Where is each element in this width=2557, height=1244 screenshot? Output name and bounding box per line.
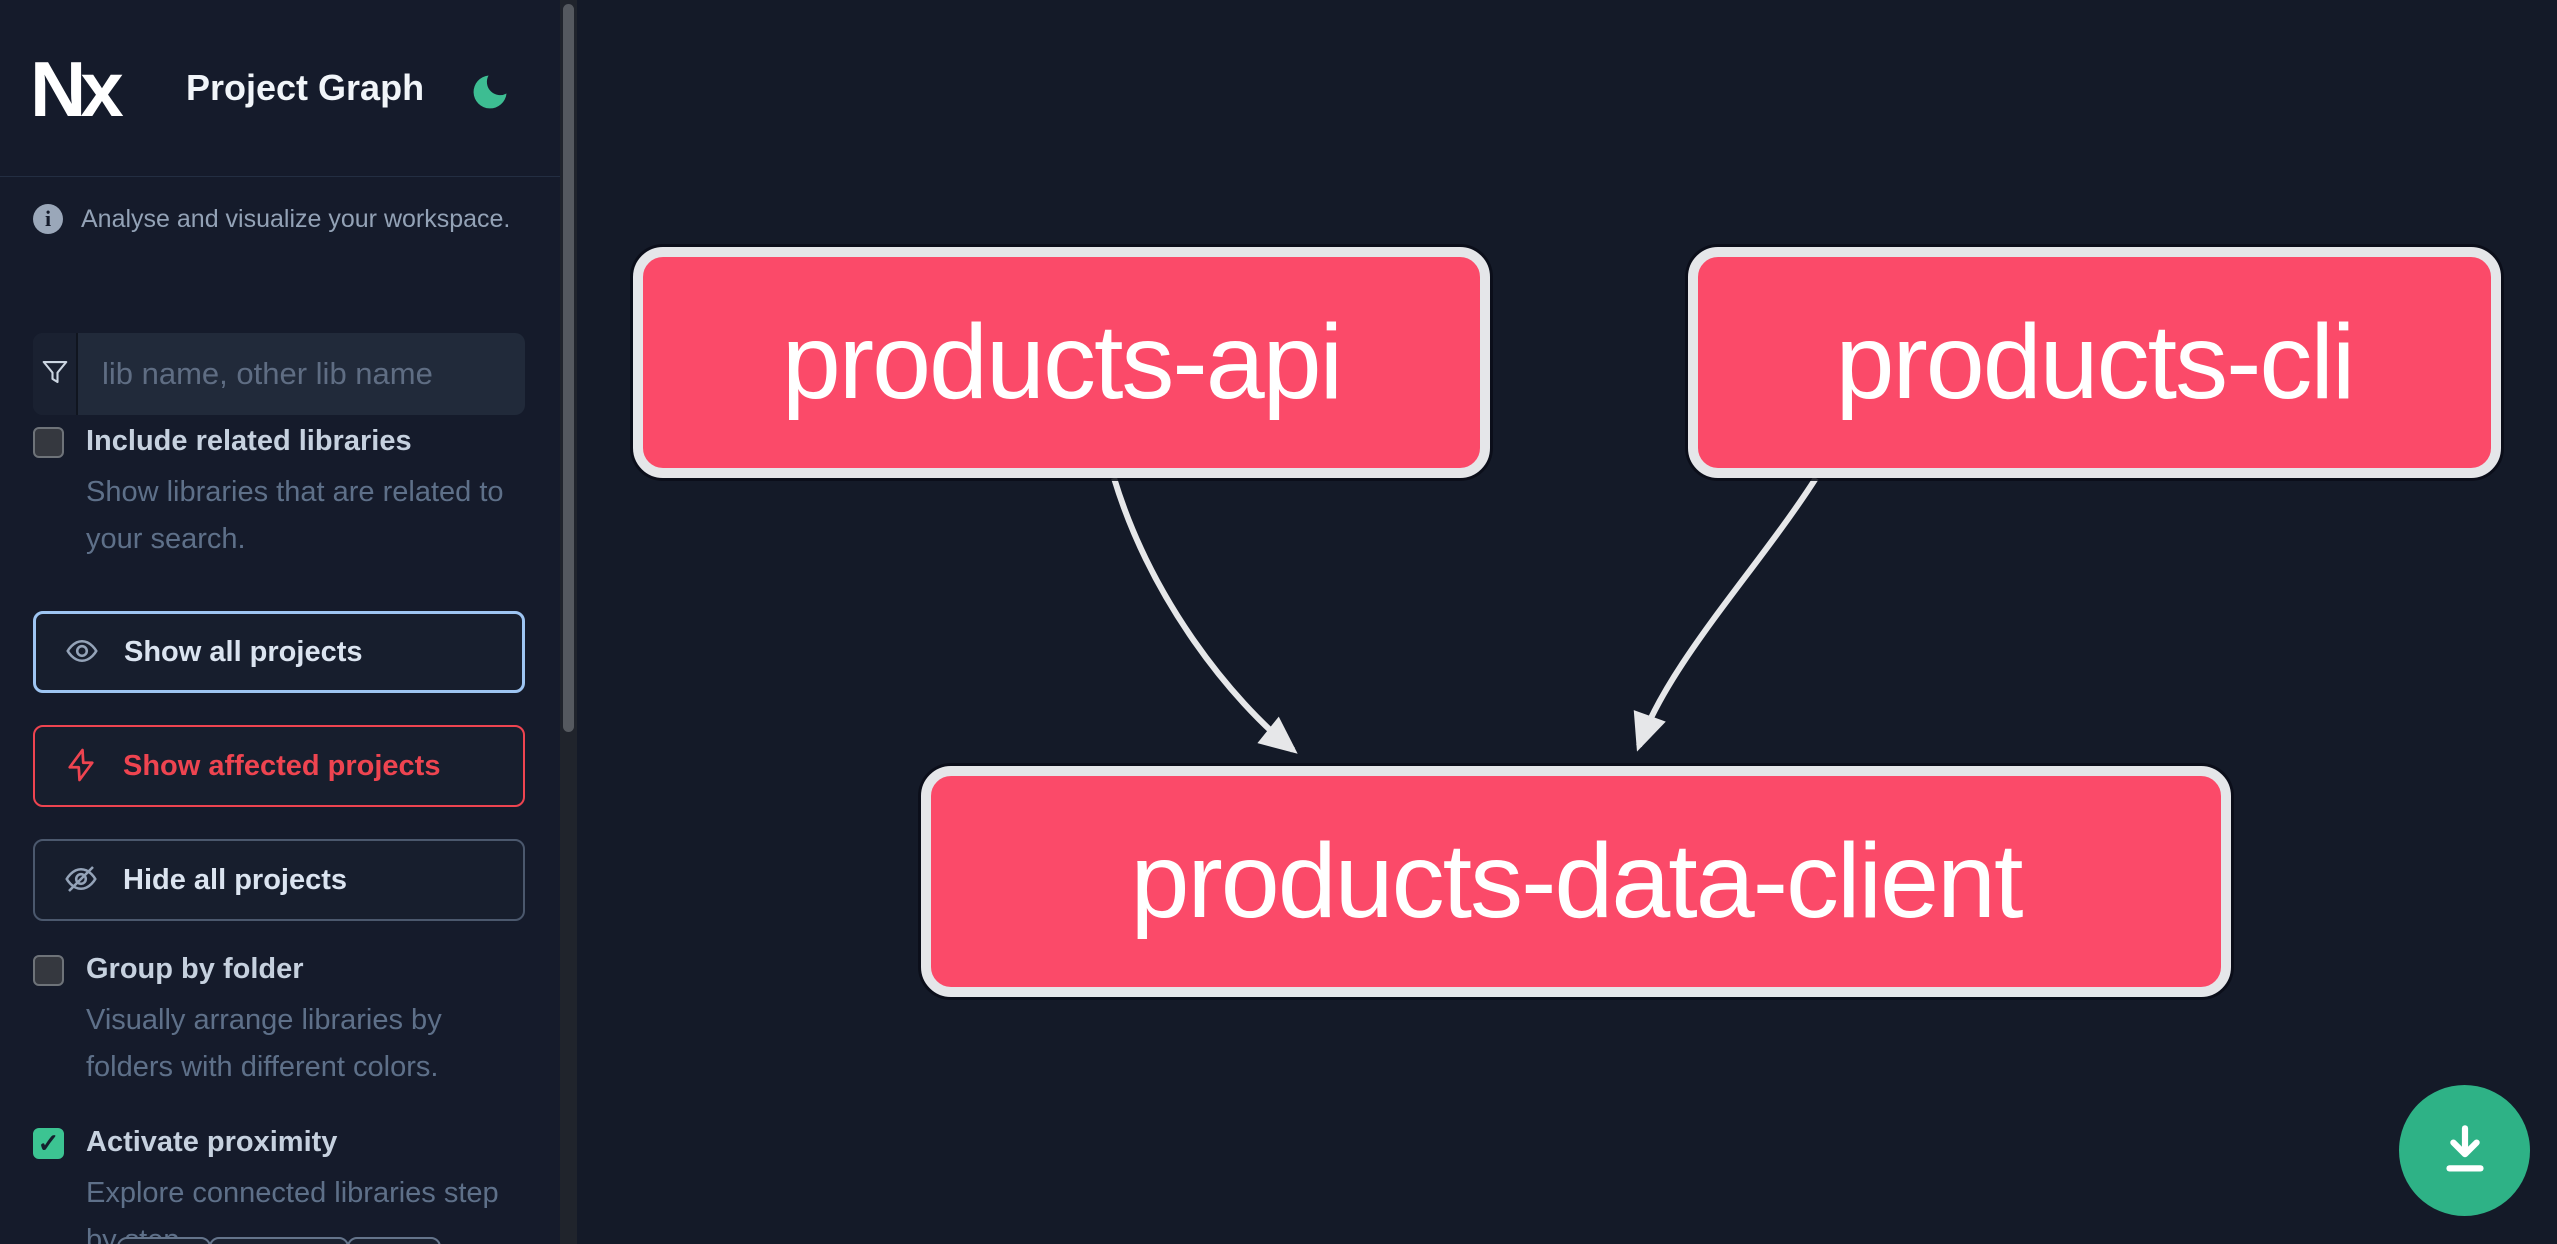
download-icon bbox=[2434, 1118, 2496, 1183]
nx-logo: Nx bbox=[30, 45, 124, 133]
include-related-row: Include related libraries Show libraries… bbox=[33, 425, 533, 563]
dependency-edges bbox=[1111, 476, 1819, 754]
proximity-increment-button[interactable] bbox=[346, 1237, 441, 1244]
include-related-label[interactable]: Include related libraries bbox=[86, 425, 412, 457]
activate-proximity-label[interactable]: Activate proximity bbox=[86, 1126, 338, 1158]
sidebar-scrollbar-thumb[interactable] bbox=[563, 4, 574, 732]
include-related-description: Show libraries that are related to your … bbox=[86, 476, 504, 555]
show-affected-projects-button[interactable]: Show affected projects bbox=[33, 725, 525, 807]
hide-all-projects-label: Hide all projects bbox=[123, 863, 348, 896]
page-title: Project Graph bbox=[186, 67, 425, 108]
theme-toggle-button[interactable] bbox=[468, 70, 512, 114]
activate-proximity-row: ✓ Activate proximity Explore connected l… bbox=[33, 1126, 533, 1244]
node-products-cli-label: products-cli bbox=[1835, 303, 2356, 421]
activate-proximity-description: Explore connected libraries step by step… bbox=[86, 1177, 499, 1244]
proximity-decrement-button[interactable] bbox=[117, 1237, 212, 1244]
filter-icon-cell bbox=[33, 333, 78, 415]
group-by-folder-label[interactable]: Group by folder bbox=[86, 953, 304, 985]
eye-off-icon bbox=[63, 861, 99, 900]
download-graph-button[interactable] bbox=[2399, 1085, 2530, 1216]
lightning-bolt-icon bbox=[63, 747, 99, 786]
sidebar: Nx Project Graph i Analyse and visualize… bbox=[0, 0, 560, 1244]
group-by-folder-description: Visually arrange libraries by folders wi… bbox=[86, 1004, 442, 1083]
sidebar-scrollbar-track[interactable] bbox=[560, 0, 577, 1244]
node-products-cli[interactable]: products-cli bbox=[1688, 247, 2501, 478]
edge-products-api-to-data-client[interactable] bbox=[1111, 477, 1298, 754]
search-box bbox=[33, 333, 525, 415]
edge-products-cli-to-data-client[interactable] bbox=[1633, 476, 1819, 752]
group-by-folder-checkbox[interactable] bbox=[33, 955, 64, 986]
workspace-info-row: i Analyse and visualize your workspace. bbox=[33, 204, 510, 234]
activate-proximity-checkbox[interactable]: ✓ bbox=[33, 1128, 64, 1159]
node-products-api-label: products-api bbox=[781, 303, 1343, 421]
show-affected-projects-label: Show affected projects bbox=[123, 749, 441, 782]
sidebar-header: Nx Project Graph bbox=[0, 0, 560, 177]
proximity-depth-control bbox=[117, 1237, 441, 1244]
show-all-projects-button[interactable]: Show all projects bbox=[33, 611, 525, 693]
group-by-folder-row: Group by folder Visually arrange librari… bbox=[33, 953, 533, 1091]
node-products-data-client[interactable]: products-data-client bbox=[921, 766, 2231, 997]
info-icon: i bbox=[33, 204, 63, 234]
search-input[interactable] bbox=[78, 333, 525, 415]
tagline-text: Analyse and visualize your workspace. bbox=[81, 204, 511, 233]
moon-icon bbox=[468, 75, 512, 117]
node-products-data-client-label: products-data-client bbox=[1130, 822, 2024, 940]
hide-all-projects-button[interactable]: Hide all projects bbox=[33, 839, 525, 921]
funnel-filter-icon bbox=[40, 357, 70, 392]
eye-icon bbox=[64, 633, 100, 672]
show-all-projects-label: Show all projects bbox=[124, 635, 363, 668]
proximity-depth-value bbox=[209, 1237, 349, 1244]
include-related-checkbox[interactable] bbox=[33, 427, 64, 458]
graph-canvas[interactable]: products-api products-cli products-data-… bbox=[577, 0, 2557, 1244]
node-products-api[interactable]: products-api bbox=[633, 247, 1490, 478]
